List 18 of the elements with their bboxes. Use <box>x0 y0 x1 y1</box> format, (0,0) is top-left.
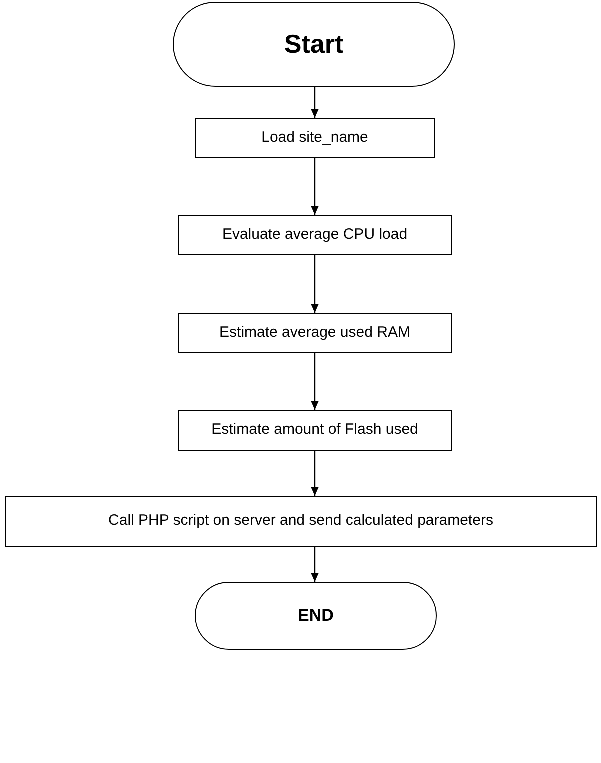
node-label: Load site_name <box>260 128 370 148</box>
arrow <box>311 451 319 496</box>
node-label: Estimate amount of Flash used <box>210 420 420 440</box>
process-box <box>178 410 452 451</box>
node-label: Estimate average used RAM <box>218 322 412 343</box>
arrow <box>311 255 319 313</box>
process-box <box>5 496 597 547</box>
process-box <box>195 118 435 158</box>
node-label: Evaluate average CPU load <box>221 224 409 245</box>
node-label: Call PHP script on server and send calculated parameters <box>108 511 494 532</box>
process-box <box>178 313 452 353</box>
node-label: Start <box>284 28 344 61</box>
process-box <box>178 215 452 255</box>
arrow <box>311 353 319 410</box>
arrow <box>311 87 319 118</box>
arrow <box>311 547 319 582</box>
node-label: END <box>298 605 334 628</box>
arrow <box>311 158 319 215</box>
